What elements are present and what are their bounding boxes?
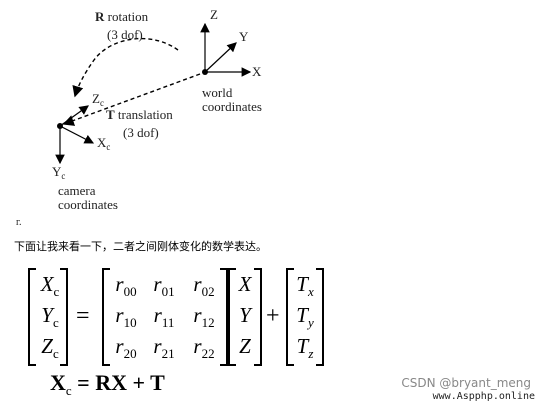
compact-lhs: X: [50, 370, 66, 395]
rotation-entry: r21: [153, 334, 175, 361]
translation-entry: Tz: [296, 334, 314, 361]
world-coords-line2: coordinates: [202, 99, 262, 114]
world-entry: Z: [239, 334, 251, 358]
rotation-text: rotation: [104, 9, 149, 24]
rotation-entry: r12: [193, 303, 215, 330]
world-y-axis: [204, 42, 237, 73]
world-x-label: X: [252, 64, 262, 79]
translation-entry: Ty: [296, 303, 314, 330]
translation-dof: (3 dof): [123, 125, 159, 140]
camera-z-sub: c: [99, 98, 104, 108]
world-entry: Y: [239, 303, 251, 327]
camera-coordinates-label: camera coordinates: [58, 184, 118, 212]
compact-equation: Xc = RX + T: [50, 370, 165, 399]
camera-x-letter: X: [97, 135, 107, 150]
rotation-dof: (3 dof): [107, 27, 143, 42]
translation-symbol: T: [106, 107, 115, 122]
lhs-entry: Zc: [41, 334, 59, 361]
rot-right-bracket: [220, 268, 228, 366]
world-right-bracket: [254, 268, 262, 366]
world-y-label: Y: [239, 29, 249, 44]
rotation-entry: r01: [153, 272, 175, 299]
compact-rhs: = RX + T: [77, 370, 165, 395]
translation-arrow: [62, 73, 201, 126]
trans-right-bracket: [316, 268, 324, 366]
coordinate-diagram: [55, 22, 252, 165]
world-entry: X: [238, 272, 252, 296]
translation-text: translation: [114, 107, 173, 122]
camera-z-letter: Z: [92, 91, 100, 106]
camera-x-axis: [59, 125, 95, 144]
plus-sign: +: [266, 303, 280, 329]
rotation-entry: r10: [115, 303, 137, 330]
world-left-bracket: [228, 268, 236, 366]
translation-entry: Tx: [296, 272, 314, 299]
camera-coords-line1: camera: [58, 183, 96, 198]
site-watermark: www.Aspphp.online: [432, 391, 535, 402]
rotation-symbol: R: [95, 9, 105, 24]
world-coords-line1: world: [202, 85, 233, 100]
rot-left-bracket: [102, 268, 110, 366]
translation-label: T translation: [106, 108, 173, 122]
trans-left-bracket: [286, 268, 294, 366]
camera-coords-line2: coordinates: [58, 197, 118, 212]
rotation-label: R rotation: [95, 10, 148, 24]
world-origin: [202, 69, 208, 75]
world-coordinates-label: world coordinates: [202, 86, 262, 114]
compact-lhs-sub: c: [65, 383, 72, 398]
lhs-right-bracket: [60, 268, 68, 366]
camera-y-letter: Y: [52, 164, 62, 179]
camera-x-sub: c: [106, 142, 111, 152]
lhs-left-bracket: [28, 268, 36, 366]
caption-text: 下面让我来看一下，二者之间刚体变化的数学表达。: [14, 240, 267, 253]
lhs-entry: Yc: [41, 303, 59, 330]
rotation-entry: r11: [153, 303, 175, 330]
lhs-entry: Xc: [40, 272, 60, 299]
rotation-arrow: [72, 37, 179, 98]
rotation-entry: r02: [193, 272, 215, 299]
camera-z-label: Zc: [92, 92, 104, 110]
rotation-entry: r00: [115, 272, 137, 299]
rotation-entry: r20: [115, 334, 137, 361]
camera-y-sub: c: [61, 171, 66, 181]
stray-mark: г.: [16, 217, 22, 228]
camera-x-label: Xc: [97, 136, 110, 154]
camera-origin: [57, 123, 63, 129]
csdn-watermark: CSDN @bryant_meng: [401, 376, 531, 390]
world-z-label: Z: [210, 7, 218, 22]
camera-y-label: Yc: [52, 165, 65, 183]
equals-sign: =: [76, 303, 90, 329]
rotation-entry: r22: [193, 334, 215, 361]
